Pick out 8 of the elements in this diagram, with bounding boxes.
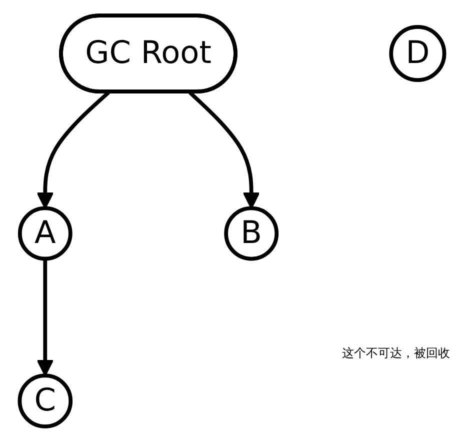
node-circle: B: [224, 206, 279, 261]
arrow: [36, 90, 110, 209]
node-circle: A: [18, 206, 72, 261]
arrow: [188, 91, 260, 209]
node-circle: D: [389, 24, 446, 82]
arrow: [36, 258, 54, 376]
note-text: 这个不可达，被回收: [342, 345, 450, 362]
node-circle: C: [18, 374, 73, 428]
